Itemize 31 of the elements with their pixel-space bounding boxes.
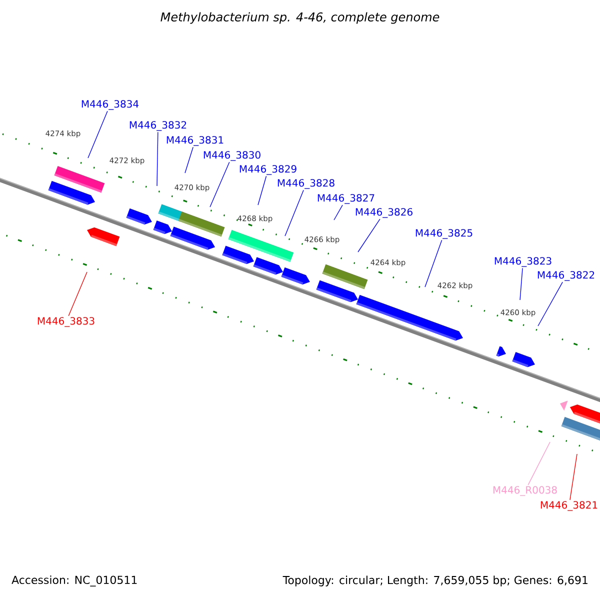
gene-label: M446_3822 [538,271,594,281]
gene-label: M446_3830 [204,151,260,161]
leader-line [528,442,550,486]
leader-line [184,146,194,174]
gene-label: M446_3821 [540,501,598,511]
gene-label: M446_3829 [240,165,296,175]
gene-label: M446_3827 [318,194,374,204]
gene-label: M446_R0038 [493,486,557,496]
leader-line [334,204,343,220]
gene-label: M446_3825 [416,229,472,239]
gene-label: M446_3834 [82,100,138,110]
leader-line [156,132,158,186]
leader-line [538,282,563,326]
leader-line [68,272,88,316]
leader-line [258,176,267,206]
gene-label: M446_3823 [494,257,552,267]
leader-line [358,218,380,252]
leader-line [284,190,304,236]
gene-label: M446_3826 [356,208,412,218]
footer-text: Topology: circular; Length: 7,659,055 bp; Genes: 6,691 [282,576,588,586]
leader-line [520,268,523,300]
leader-line [88,110,108,158]
gene-label: M446_3831 [166,136,224,146]
footer-text: Accession: NC_010511 [12,576,137,586]
title: Methylobacterium sp. 4-46, complete genome [160,12,440,24]
gene-label: M446_3832 [130,121,186,131]
leader-line [570,454,578,500]
leader-line [210,162,230,208]
leader-line [424,240,442,288]
gene-label: M446_3828 [278,179,334,189]
gene-label: M446_3833 [38,317,94,327]
